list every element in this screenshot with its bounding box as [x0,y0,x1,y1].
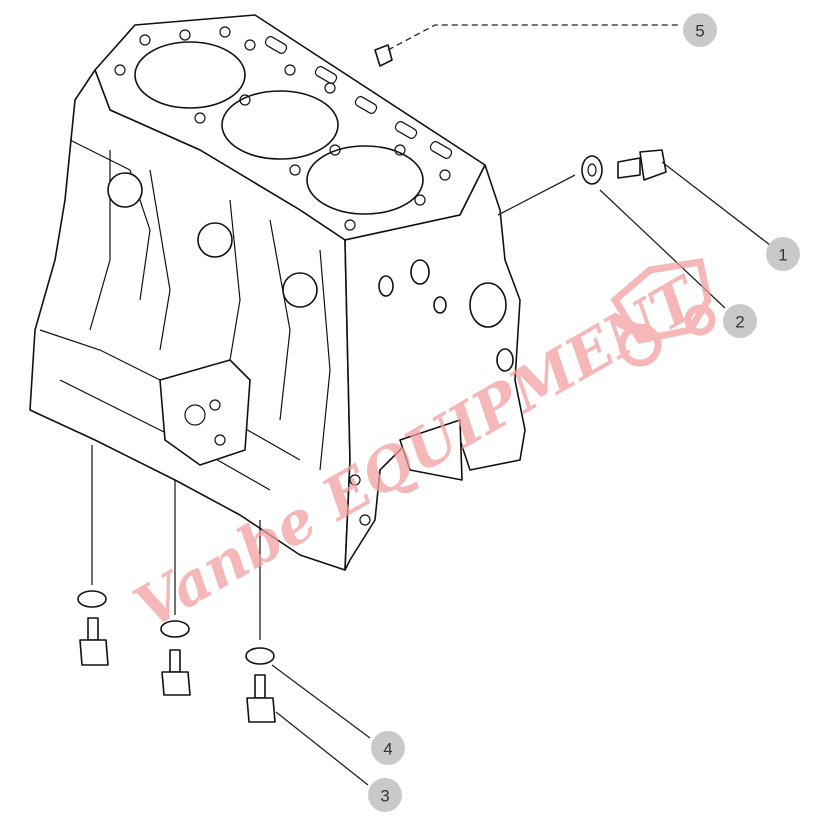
callout-3: 3 [368,778,402,812]
callout-2: 2 [723,304,757,338]
tractor-watermark-icon [610,258,716,367]
bottom-bolt-left [77,590,109,666]
callout-4: 4 [371,731,405,765]
bottom-bolt-middle [160,620,191,696]
part-1-plug-bolt [617,149,667,181]
part-3-bolt [246,674,276,723]
svg-text:5: 5 [695,22,704,41]
cylinder-block-drawing [29,14,526,571]
part-5-plug [374,44,393,67]
svg-text:4: 4 [383,740,392,759]
part-4-washer [245,647,275,665]
svg-text:1: 1 [778,246,787,265]
callout-1: 1 [766,237,800,271]
svg-text:3: 3 [380,787,389,806]
svg-text:2: 2 [735,313,744,332]
part-2-washer [581,155,603,185]
callout-5: 5 [683,13,717,47]
